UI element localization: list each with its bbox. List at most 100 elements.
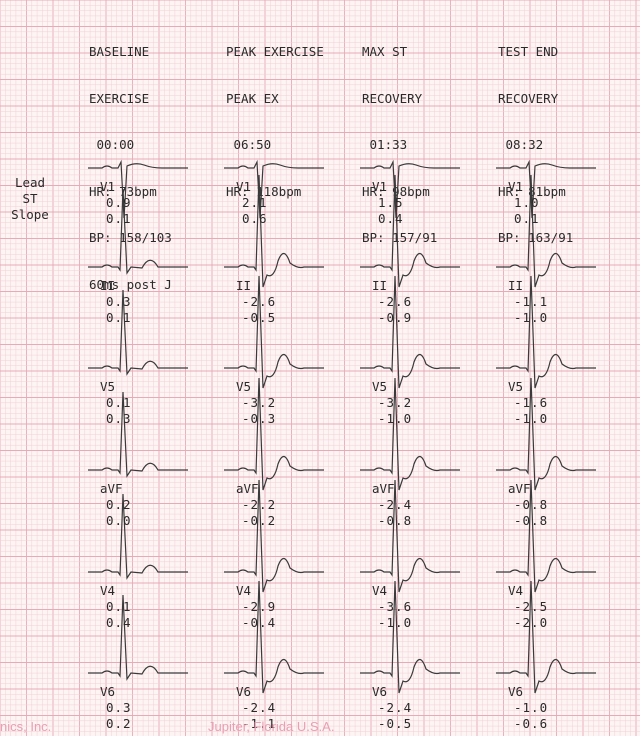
lead-name: aVF bbox=[372, 481, 395, 496]
side-label-slope: Slope bbox=[11, 207, 49, 222]
ecg-trace-max-st-v1 bbox=[360, 159, 460, 219]
lead-name: V1 bbox=[100, 179, 116, 194]
st-slope-value: -1.1 bbox=[242, 716, 277, 731]
header-line: 06:50 bbox=[226, 137, 272, 152]
st-level-value: -2.6 bbox=[378, 294, 413, 309]
header-line: HR: 73bpm bbox=[89, 183, 157, 199]
lead-name: V1 bbox=[372, 179, 388, 194]
lead-name: V5 bbox=[100, 379, 116, 394]
header-peak-exercise: PEAK EXERCISE PEAK EX 06:50 HR: 118bpm bbox=[226, 13, 324, 215]
st-slope-value: -0.3 bbox=[242, 411, 277, 426]
lead-name: aVF bbox=[508, 481, 531, 496]
ecg-trace-test-end-avf bbox=[496, 377, 596, 491]
st-level-value: 0.3 bbox=[106, 700, 132, 715]
st-slope-value: 0.3 bbox=[106, 411, 132, 426]
header-line: EXERCISE bbox=[89, 90, 150, 106]
st-slope-value: -0.4 bbox=[242, 615, 277, 630]
side-label-lead: Lead bbox=[14, 175, 46, 190]
st-slope-value: -1.0 bbox=[378, 411, 413, 426]
header-line: RECOVERY bbox=[498, 90, 559, 106]
lead-name: V4 bbox=[508, 583, 524, 598]
side-label-st: ST bbox=[22, 191, 38, 206]
st-level-value: 0.3 bbox=[106, 294, 132, 309]
st-slope-value: -0.8 bbox=[378, 513, 413, 528]
header-line: 00:00 bbox=[89, 137, 135, 152]
lead-name: II bbox=[236, 278, 252, 293]
ecg-trace-test-end-v6 bbox=[496, 580, 596, 694]
lead-name: V6 bbox=[236, 684, 252, 699]
header-line: 08:32 bbox=[498, 137, 544, 152]
ecg-trace-baseline-v4 bbox=[88, 493, 188, 580]
header-line: BP: 157/91 bbox=[362, 230, 438, 245]
footer-location: Jupiter, Florida U.S.A. bbox=[208, 719, 335, 734]
st-slope-value: -1.0 bbox=[378, 615, 413, 630]
header-line: MAX ST bbox=[362, 44, 408, 59]
st-slope-value: -1.0 bbox=[514, 411, 549, 426]
lead-st-slope-label: Lead ST Slope bbox=[6, 175, 54, 223]
st-level-value: -3.6 bbox=[378, 599, 413, 614]
lead-name: V5 bbox=[236, 379, 252, 394]
ecg-trace-max-st-avf bbox=[360, 377, 460, 491]
lead-name: V1 bbox=[508, 179, 524, 194]
ecg-trace-max-st-v4 bbox=[360, 479, 460, 593]
ecg-trace-baseline-avf bbox=[88, 391, 188, 478]
st-level-value: 0.1 bbox=[106, 395, 132, 410]
ecg-trace-peak-exercise-v6 bbox=[224, 580, 324, 694]
ecg-trace-test-end-v4 bbox=[496, 479, 596, 593]
st-slope-value: -0.2 bbox=[242, 513, 277, 528]
lead-name: II bbox=[100, 278, 116, 293]
st-slope-value: 0.4 bbox=[378, 211, 404, 226]
st-level-value: -3.2 bbox=[378, 395, 413, 410]
st-slope-value: 0.1 bbox=[514, 211, 540, 226]
st-slope-value: -0.9 bbox=[378, 310, 413, 325]
ecg-trace-peak-exercise-v1 bbox=[224, 159, 324, 219]
lead-name: aVF bbox=[100, 481, 123, 496]
header-line: 01:33 bbox=[362, 137, 408, 152]
header-line: HR: 118bpm bbox=[226, 183, 302, 199]
st-level-value: -3.2 bbox=[242, 395, 277, 410]
st-level-value: -2.2 bbox=[242, 497, 277, 512]
ecg-trace-max-st-ii bbox=[360, 174, 460, 288]
st-slope-value: -0.5 bbox=[242, 310, 277, 325]
ecg-trace-test-end-v5 bbox=[496, 275, 596, 389]
header-baseline: BASELINE EXERCISE 00:00 HR: 73bpm BP: 15… bbox=[89, 13, 172, 308]
st-level-value: -1.1 bbox=[514, 294, 549, 309]
header-test-end: TEST END RECOVERY 08:32 HR: 81bpm BP: 16… bbox=[498, 13, 573, 261]
st-slope-value: -2.0 bbox=[514, 615, 549, 630]
lead-name: V6 bbox=[372, 684, 388, 699]
ecg-trace-peak-exercise-avf bbox=[224, 377, 324, 491]
header-line: BP: 158/103 bbox=[89, 230, 172, 245]
header-line: HR: 98bpm bbox=[362, 183, 430, 199]
st-slope-value: 0.1 bbox=[106, 310, 132, 325]
st-slope-value: -1.0 bbox=[514, 310, 549, 325]
header-line: PEAK EX bbox=[226, 90, 279, 106]
ecg-trace-max-st-v6 bbox=[360, 580, 460, 694]
st-level-value: -2.4 bbox=[378, 700, 413, 715]
st-slope-value: 0.1 bbox=[106, 211, 132, 226]
st-slope-value: 0.0 bbox=[106, 513, 132, 528]
st-level-value: 0.1 bbox=[106, 599, 132, 614]
lead-name: V4 bbox=[236, 583, 252, 598]
st-level-value: -2.9 bbox=[242, 599, 277, 614]
st-level-value: -1.0 bbox=[514, 700, 549, 715]
footer-company: nics, Inc. bbox=[0, 719, 52, 734]
lead-name: V6 bbox=[100, 684, 116, 699]
st-level-value: -0.8 bbox=[514, 497, 549, 512]
header-line: BASELINE bbox=[89, 44, 150, 59]
st-level-value: 1.0 bbox=[514, 195, 540, 210]
st-slope-value: -0.8 bbox=[514, 513, 549, 528]
header-line: TEST END bbox=[498, 44, 559, 59]
st-level-value: -1.6 bbox=[514, 395, 549, 410]
st-slope-value: 0.2 bbox=[106, 716, 132, 731]
lead-name: aVF bbox=[236, 481, 259, 496]
lead-name: V6 bbox=[508, 684, 524, 699]
lead-name: V5 bbox=[372, 379, 388, 394]
st-slope-value: 0.6 bbox=[242, 211, 268, 226]
st-level-value: -2.4 bbox=[242, 700, 277, 715]
header-line: BP: 163/91 bbox=[498, 230, 574, 245]
header-line: PEAK EXERCISE bbox=[226, 44, 324, 59]
st-level-value: 0.9 bbox=[106, 195, 132, 210]
ecg-trace-peak-exercise-v5 bbox=[224, 275, 324, 389]
ecg-trace-baseline-v5 bbox=[88, 289, 188, 376]
